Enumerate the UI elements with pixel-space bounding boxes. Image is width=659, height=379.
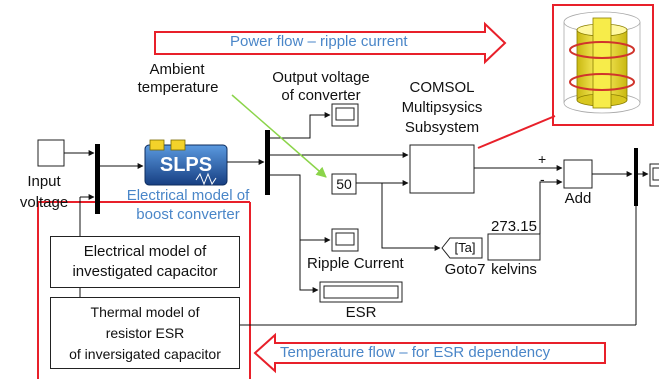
input-voltage-label-line1: Input [27,173,61,190]
legend-box2-line1: Thermal model of [90,304,200,320]
mux-block-3 [634,148,638,206]
goto-label: Goto7 [444,261,486,278]
capacitor-3d-model [563,11,641,114]
legend-box2-line2: resistor ESR [105,325,185,341]
ambient-constant-value: 50 [336,176,352,192]
comsol-label-line3: Subsystem [404,119,480,136]
ambient-label-line2: temperature [137,79,219,96]
slps-block: SLPS [144,139,228,186]
kelvins-label: kelvins [491,261,537,278]
output-voltage-label-line1: Output voltage [272,69,370,86]
legend-box1-line1: Electrical model of [83,243,207,260]
kelvins-value: 273.15 [491,218,537,235]
comsol-label-line2: Multipsysics [401,99,483,116]
ambient-constant-block [331,173,357,195]
electrical-model-label-line1: Electrical model of [126,187,250,204]
add-label: Add [564,190,592,207]
slps-label: SLPS [160,154,212,176]
temperature-flow-label: Temperature flow – for ESR dependency [280,344,551,361]
mux-block-1 [95,144,100,214]
goto-block [441,237,483,259]
temperature-flow-arrow [253,332,606,374]
electrical-model-label-line2: boost converter [136,206,240,223]
legend-thermal-model-box: Thermal model of resistor ESR of inversi… [50,297,240,369]
ripple-current-label: Ripple Current [307,255,404,272]
input-voltage-label-line2: voltage [19,194,69,211]
output-voltage-label-line2: of converter [281,87,361,104]
add-plus-sign: + [538,151,547,167]
ambient-label-line1: Ambient [149,61,205,78]
mux-block-2 [265,130,270,195]
ambient-pointer-arrow [231,94,327,178]
add-minus-sign: - [540,171,545,187]
power-flow-label: Power flow – ripple current [230,33,408,50]
comsol-pointer-line [477,115,556,149]
legend-electrical-model-box: Electrical model of investigated capacit… [50,236,240,288]
legend-box2-line3: of inversigated capacitor [69,346,221,362]
legend-box1-line2: investigated capacitor [72,263,218,280]
esr-label: ESR [345,304,377,321]
goto-tag-label: [Ta] [455,240,476,255]
add-block [563,159,593,189]
comsol-label-line1: COMSOL [409,79,475,96]
power-flow-arrow [154,21,507,65]
input-voltage-block [37,139,65,167]
kelvins-constant-block [487,233,541,261]
comsol-subsystem-block [409,144,475,194]
capacitor-model-outline [37,201,251,379]
